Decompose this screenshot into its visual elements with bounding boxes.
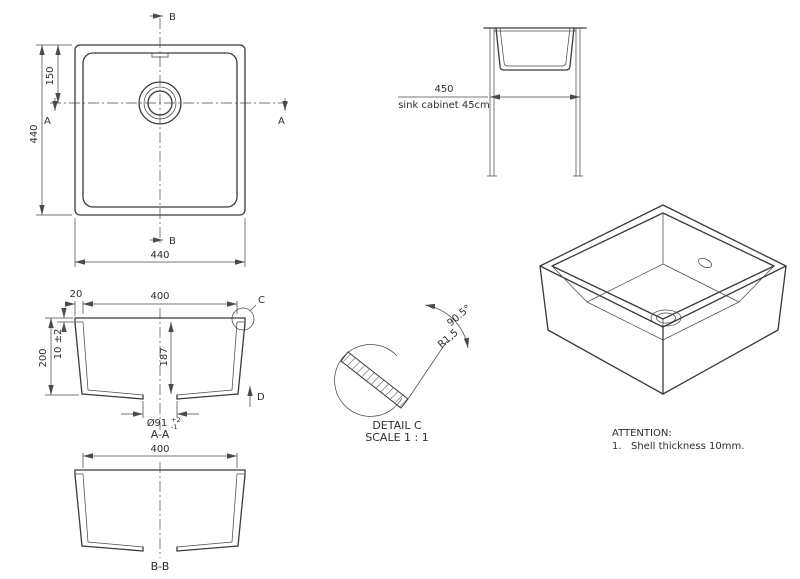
attention-note: ATTENTION: 1. Shell thickness 10mm. xyxy=(612,428,744,452)
detail-leader-line xyxy=(407,340,448,400)
iso-drain-inner xyxy=(656,312,676,324)
bb-dim-inner-width: 400 xyxy=(150,444,169,455)
plan-dim-height: 440 xyxy=(29,124,40,143)
bb-bottom-outer-left xyxy=(81,545,144,552)
bb-caption: B-B xyxy=(151,560,170,573)
detail-c-view: 90.5° R1,5 DETAIL C SCALE 1 : 1 xyxy=(334,303,473,444)
iso-body-left-edge xyxy=(539,265,549,331)
attention-title: ATTENTION: xyxy=(612,428,672,439)
iso-body-bottom-right xyxy=(662,329,779,395)
bb-right-inner-wall xyxy=(231,473,238,543)
bb-left-inner-wall xyxy=(82,473,89,543)
iso-body-bottom-left xyxy=(547,329,664,395)
aa-detail-c-label: C xyxy=(258,295,265,306)
section-aa-view: 20 400 200 10 ±2 187 Ø91 +2 -1 C D xyxy=(38,289,265,441)
iso-body-right-edge xyxy=(777,265,787,331)
aa-dim-depth: 200 xyxy=(38,348,49,367)
aa-bottom-outer-right xyxy=(176,393,239,400)
detail-c-leader xyxy=(249,304,257,312)
detail-angle-arc xyxy=(424,303,470,349)
bb-floor-left xyxy=(87,541,144,548)
iso-overflow-hole xyxy=(698,257,712,269)
attention-item-number: 1. xyxy=(612,441,622,452)
aa-left-inner-wall xyxy=(82,321,89,391)
bb-right-outer-wall xyxy=(237,474,246,547)
plan-label-a-right: A xyxy=(278,116,285,127)
detail-radius-label: R1,5 xyxy=(436,328,461,351)
plan-label-b-top: B xyxy=(169,12,176,23)
aa-floor-right xyxy=(176,389,233,396)
bb-floor-right xyxy=(176,541,233,548)
aa-right-inner-wall xyxy=(231,321,238,391)
cabinet-elevation-view: 450 sink cabinet 45cm xyxy=(398,27,587,177)
aa-dim-inner-width: 400 xyxy=(150,291,169,302)
aa-bottom-outer-left xyxy=(81,393,144,400)
aa-dim-inner-depth: 187 xyxy=(159,347,170,366)
detail-caption-line1: DETAIL C xyxy=(372,419,422,432)
aa-right-outer-wall xyxy=(237,322,246,395)
detail-caption-line2: SCALE 1 : 1 xyxy=(365,431,428,444)
plan-dim-width: 440 xyxy=(150,250,169,261)
aa-drain-tol-minus: -1 xyxy=(171,423,177,431)
detail-c-circle xyxy=(231,307,255,331)
cabinet-note: sink cabinet 45cm xyxy=(398,100,490,111)
aa-caption: A-A xyxy=(151,428,170,441)
aa-drain-tol-plus: +2 xyxy=(171,416,181,424)
plan-label-a-left: A xyxy=(44,116,51,127)
iso-bowl-right-edge xyxy=(738,265,775,303)
attention-item-text: Shell thickness 10mm. xyxy=(631,441,744,452)
aa-dim-flange: 20 xyxy=(70,289,83,300)
aa-dim-thickness: 10 ±2 xyxy=(53,329,64,360)
bb-left-outer-wall xyxy=(74,474,83,547)
plan-label-b-bottom: B xyxy=(169,236,176,247)
plan-dim-drain-offset: 150 xyxy=(45,66,56,85)
aa-left-outer-wall xyxy=(74,322,83,395)
section-bb-view: 400 B-B xyxy=(74,444,246,573)
cabinet-dim-width: 450 xyxy=(434,84,453,95)
aa-floor-left xyxy=(87,389,144,396)
aa-direction-d-label: D xyxy=(257,392,265,403)
detail-wall-section xyxy=(340,351,409,409)
bb-bottom-outer-right xyxy=(176,545,239,552)
cabinet-sink-bowl-inner xyxy=(499,27,571,67)
iso-bowl-left-edge xyxy=(551,265,588,303)
aa-dim-drain: Ø91 xyxy=(147,417,168,429)
detail-boundary-arc xyxy=(334,344,403,417)
isometric-view xyxy=(539,204,787,395)
detail-angle-label: 90.5° xyxy=(445,303,473,329)
cabinet-sink-bowl-outer xyxy=(495,27,575,71)
plan-view: B B A A 440 150 440 xyxy=(29,12,288,267)
iso-drain-outer xyxy=(650,309,682,327)
